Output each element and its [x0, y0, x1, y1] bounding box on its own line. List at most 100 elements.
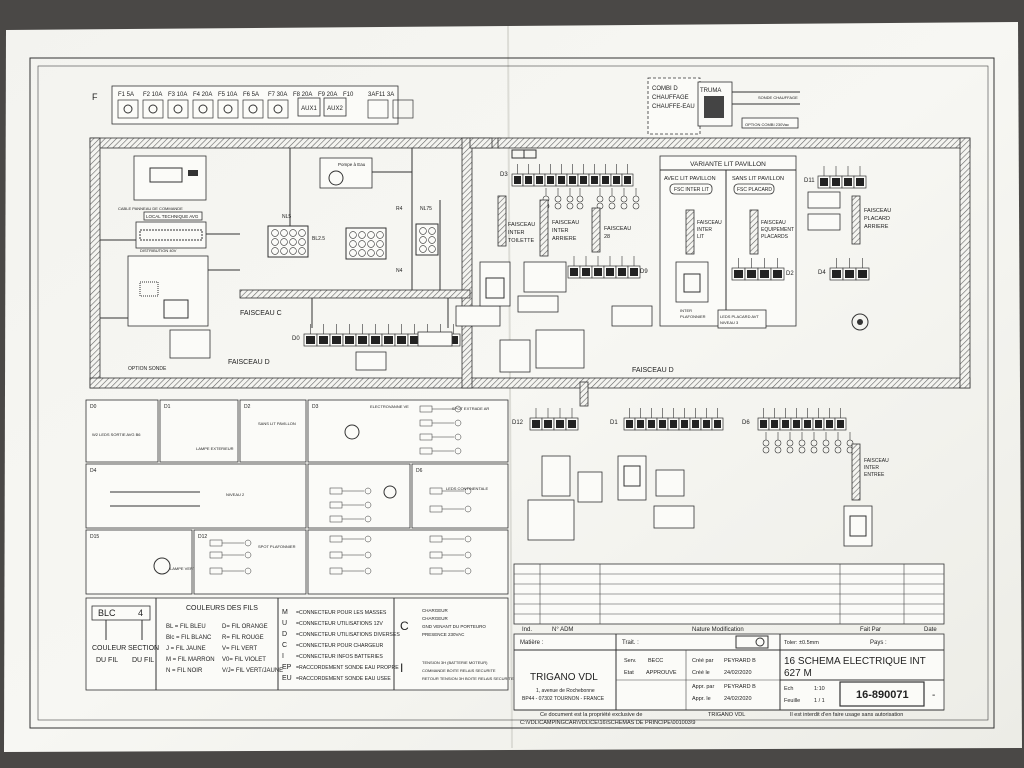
d9-tag: D9: [640, 269, 648, 275]
connector-pin: [306, 336, 315, 344]
connector-legend-text: =CONNECTEUR POUR LES MASSES: [296, 610, 387, 616]
connector-pin: [858, 270, 867, 278]
faisceau-entree-1: FAISCEAU: [864, 458, 889, 464]
connector-pin: [845, 270, 854, 278]
connector-pin: [602, 176, 609, 184]
legend-col1-b: DU FIL: [96, 657, 118, 664]
detail-d12-id: D12: [198, 534, 207, 540]
connector-pin: [271, 229, 279, 237]
wire-legend: BLC 4 COULEUR DU FIL SECTION DU FIL COUL…: [85, 597, 514, 691]
lamp-icon: [454, 419, 462, 427]
fuse-label: 3AF11 3A: [368, 92, 394, 98]
combi-title-3: CHAUFFE-EAU: [652, 104, 695, 110]
detail-d15-text: LAMPE VERTE: [170, 566, 198, 571]
detail-d9-text: SPOT EXTRADE AR: [452, 406, 489, 411]
tb-path: C:\VDL\CAMPINGCAR\VDL\CE\16\SCHEMAS DE P…: [520, 720, 695, 726]
drawing-frame: [29, 57, 995, 729]
lamp-icon: [454, 405, 462, 413]
fuse-slot: [117, 99, 139, 119]
terminal-icon: [632, 195, 640, 203]
tb-trait: Trait. :: [622, 640, 639, 646]
sonde-chauffage-label: SONDE CHAUFFAGE: [758, 95, 798, 100]
tb-cree-le: Créé le: [692, 670, 710, 676]
d0-tag: D0: [292, 336, 300, 342]
inter-plafonnier-1: INTER: [680, 308, 692, 313]
battery-line: TENSION 3H (BATTERIE MOTEUR): [422, 660, 488, 665]
pompe-label: Pompe à Eau: [338, 162, 366, 167]
truma-label: TRUMA: [700, 88, 721, 94]
fuse-icon: [148, 104, 158, 114]
lamp-icon: [364, 487, 372, 495]
connector-pin: [832, 178, 840, 186]
fuse-label: F2 10A: [143, 92, 162, 98]
connector-legend-text: =CONNECTEUR UTILISATIONS DIVERSES: [296, 632, 400, 638]
connector-pin: [558, 176, 565, 184]
connector-pin: [349, 231, 357, 239]
connector-pin: [832, 270, 841, 278]
lamp-icon: [364, 535, 372, 543]
variante-title: VARIANTE LIT PAVILLON: [690, 161, 766, 168]
connector-pin: [428, 245, 436, 253]
detail-box-d0: [85, 399, 159, 463]
connector-pin: [289, 229, 297, 237]
legend-col1-a: COULEUR: [92, 645, 126, 652]
connector-legend-text: =RACCORDEMENT SONDE EAU USEE: [296, 676, 391, 682]
connector-pin: [367, 240, 375, 248]
tb-addr1: 1, avenue de Rochebonne: [536, 688, 595, 694]
connector-pin: [624, 176, 631, 184]
terminal-icon: [846, 439, 854, 447]
combi-title-2: CHAUFFAGE: [652, 95, 689, 101]
tb-cree-par: Créé par: [692, 658, 714, 664]
detail-box-d5: [307, 463, 411, 529]
fuse-label: F8 20A: [293, 92, 312, 98]
tb-addr2: BP44 - 07302 TOURNON - FRANCE: [522, 696, 605, 702]
connector-pin: [670, 420, 677, 428]
terminal-icon: [810, 446, 818, 454]
terminal-icon: [774, 439, 782, 447]
tb-ech: Ech: [784, 686, 793, 692]
connector-pin: [844, 178, 852, 186]
faisceau-d-left-label: FAISCEAU D: [228, 359, 270, 366]
fsc-placard: FSC PLACARD: [737, 187, 772, 193]
terminal-icon: [822, 446, 830, 454]
terminal-icon: [810, 439, 818, 447]
faisceau-d-right-label: FAISCEAU D: [632, 367, 674, 374]
tb-nature: Nature Modification: [692, 627, 744, 633]
connector-pin: [815, 420, 822, 428]
harness-buses: FAISCEAU C FAISCEAU D FAISCEAU D: [89, 137, 971, 407]
connector-pin: [358, 249, 366, 257]
connector-pin: [280, 238, 288, 246]
legend-i-letter: I: [400, 661, 403, 675]
terminal-icon: [834, 446, 842, 454]
charger-line: GND VENANT DU PORTEURO: [422, 624, 486, 629]
tb-cree-par-val: PEYRARD B: [724, 658, 756, 664]
distribution-label: DISTRIBUTION 40V: [140, 248, 177, 253]
connector-housing: [415, 223, 439, 256]
connector-pin: [397, 336, 406, 344]
wire-r4: R4: [396, 206, 403, 212]
connector-pin: [606, 268, 614, 276]
terminal-icon: [596, 195, 604, 203]
battery-line: RETOUR TENSION 3H BOITE RELAIS SECURITE: [422, 676, 514, 681]
option-sonde-label: OPTION SONDE: [128, 366, 167, 372]
faisceau-toilette-1: FAISCEAU: [508, 222, 535, 228]
terminal-icon: [834, 439, 842, 447]
fuse-label: F5 10A: [218, 92, 237, 98]
detail-d3-text: ELECTROVANNE VE: [370, 404, 409, 409]
connector-pin: [514, 176, 521, 184]
connector-legend-text: =CONNECTEUR POUR CHARGEUR: [296, 643, 383, 649]
connector-pin: [271, 247, 279, 255]
wire-color-entry: V= FIL VERT: [222, 646, 258, 652]
terminal-icon: [576, 195, 584, 203]
terminal-icon: [554, 202, 562, 210]
variante-sans: SANS LIT PAVILLON: [732, 176, 784, 182]
leds-placard-2: NIVEAU 3: [720, 320, 739, 325]
tb-interdit: Il est interdit d'en faire usage sans au…: [790, 712, 903, 718]
fuse-slot: [242, 99, 264, 119]
wire-color-entry: R= FIL ROUGE: [222, 635, 264, 641]
detail-d3-id: D3: [312, 404, 319, 410]
terminal-icon: [786, 446, 794, 454]
lamp-icon: [464, 551, 472, 559]
connector-pin: [280, 247, 288, 255]
fuse-label: F9 20A: [318, 92, 337, 98]
